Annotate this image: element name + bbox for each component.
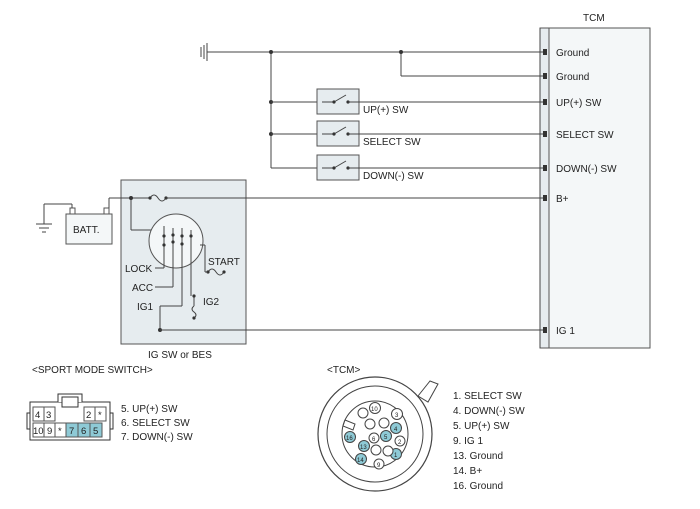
tcm-pin-marker	[543, 73, 547, 79]
select-switch-label: SELECT SW	[363, 137, 421, 148]
tcm-pin-marker	[543, 99, 547, 105]
tcm-pin-label: DOWN(-) SW	[556, 164, 617, 175]
sport-pin: 5	[93, 426, 98, 437]
tcm-pin-label: IG 1	[556, 326, 575, 337]
tcm-legend-item: 1. SELECT SW	[453, 391, 522, 402]
down-switch-label: DOWN(-) SW	[363, 171, 424, 182]
tcm-conn-pin: 14	[357, 458, 364, 464]
tcm-legend-item: 16. Ground	[453, 481, 503, 492]
tcm-pin-label: B+	[556, 194, 569, 205]
tcm-conn-pin: 13	[360, 445, 367, 451]
tcm-pin-marker	[543, 195, 547, 201]
acc-label: ACC	[132, 283, 153, 294]
down-switch: DOWN(-) SW	[271, 154, 543, 182]
tcm-legend-item: 9. IG 1	[453, 436, 483, 447]
select-switch: SELECT SW	[271, 120, 543, 148]
sport-pin: *	[58, 426, 62, 437]
sport-pin: 7	[69, 426, 74, 437]
tcm-module: TCM Ground Ground UP(+) SW SELECT SW DOW…	[539, 13, 651, 349]
sport-legend-item: 7. DOWN(-) SW	[121, 432, 193, 443]
sport-legend-item: 5. UP(+) SW	[121, 404, 178, 415]
ig1-label: IG1	[137, 302, 154, 313]
sport-pin: 10	[33, 426, 44, 437]
tcm-legend-item: 5. UP(+) SW	[453, 421, 510, 432]
tcm-title: TCM	[583, 13, 605, 24]
tcm-conn-pin: 3	[395, 413, 399, 419]
tcm-connector-title: <TCM>	[327, 365, 361, 376]
sport-legend-item: 6. SELECT SW	[121, 418, 190, 429]
sport-pin: 4	[35, 410, 40, 421]
tcm-pin-label: UP(+) SW	[556, 98, 602, 109]
tcm-pin-label: Ground	[556, 48, 589, 59]
battery-label: BATT.	[73, 225, 99, 236]
tcm-pin-marker	[543, 49, 547, 55]
up-switch: UP(+) SW	[271, 88, 543, 116]
tcm-conn-pin: 16	[346, 436, 353, 442]
ignition-switch-block: BATT. LOCK ACC	[36, 179, 543, 361]
tcm-connector: <TCM> 10 3 4 5 6 2 1 16 13 14 9 1. SELEC…	[317, 365, 525, 492]
sport-pin: 2	[86, 410, 91, 421]
tcm-conn-pin: 10	[371, 407, 378, 413]
sport-pin: 9	[47, 426, 52, 437]
tcm-conn-pin: 5	[384, 435, 388, 441]
ig2-label: IG2	[203, 297, 220, 308]
tcm-pin-marker	[543, 165, 547, 171]
junction-dot	[269, 50, 273, 54]
tcm-legend-item: 13. Ground	[453, 451, 503, 462]
tcm-legend-item: 14. B+	[453, 466, 482, 477]
tcm-legend-item: 4. DOWN(-) SW	[453, 406, 525, 417]
start-label: START	[208, 257, 240, 268]
ignition-caption: IG SW or BES	[148, 350, 212, 361]
tcm-conn-pin: 6	[372, 437, 376, 443]
lock-label: LOCK	[125, 264, 153, 275]
tcm-conn-pin: 2	[398, 440, 402, 446]
up-switch-label: UP(+) SW	[363, 105, 409, 116]
tcm-pin-label: SELECT SW	[556, 130, 614, 141]
junction-dot	[399, 50, 403, 54]
battery-ground-icon	[36, 223, 52, 233]
tcm-conn-pin: 9	[377, 463, 381, 469]
ground-symbol	[200, 43, 208, 61]
tcm-conn-pin: 1	[394, 453, 398, 459]
tcm-pin-marker	[543, 327, 547, 333]
tcm-pin-label: Ground	[556, 72, 589, 83]
tcm-conn-pin: 4	[394, 427, 398, 433]
sport-pin: *	[98, 410, 102, 421]
ground-wires	[207, 50, 543, 168]
battery	[65, 213, 113, 245]
rotary-switch	[148, 213, 204, 269]
sport-pin: 6	[81, 426, 86, 437]
sport-mode-connector: <SPORT MODE SWITCH> 4 3 2 * 10 9 * 7 6 5…	[26, 365, 193, 443]
tcm-pin-marker	[543, 131, 547, 137]
sport-connector-title: <SPORT MODE SWITCH>	[32, 365, 153, 376]
sport-pin: 3	[46, 410, 51, 421]
